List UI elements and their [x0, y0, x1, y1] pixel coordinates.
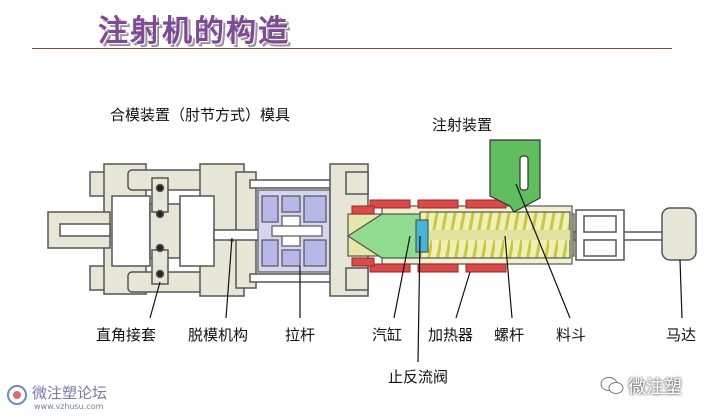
label-ejector: 脱模机构	[188, 326, 249, 344]
page-title: 注射机的构造	[98, 14, 290, 49]
label-motor: 马达	[666, 326, 697, 344]
label-nozzle: 汽缸	[372, 326, 403, 344]
heater-bands	[351, 199, 507, 273]
title-divider	[32, 48, 672, 49]
label-injection-unit: 注射装置	[432, 116, 493, 134]
label-heater: 加热器	[428, 326, 474, 344]
injection-barrel	[346, 205, 575, 265]
forum-logo-icon	[7, 385, 27, 405]
label-toggle-hinge: 直角接套	[96, 326, 157, 344]
toggle-linkage	[111, 177, 267, 285]
label-check-valve: 止反流阀	[388, 368, 449, 386]
drive-unit	[573, 207, 697, 261]
label-hopper: 料斗	[556, 326, 587, 344]
label-tie-bar: 拉杆	[285, 326, 316, 344]
wechat-icon	[600, 377, 624, 394]
watermark-left-url: www.vzhusu.com	[34, 402, 104, 411]
leader-lines	[149, 183, 683, 363]
watermark-left-name: 微注塑论坛	[32, 384, 108, 402]
watermark-right: 微注塑	[600, 374, 682, 398]
label-screw: 螺杆	[494, 326, 525, 344]
hopper	[489, 139, 541, 213]
mold	[257, 189, 331, 273]
label-clamping-unit: 合模装置（肘节方式）模具	[110, 106, 291, 124]
watermark-right-name: 微注塑	[628, 377, 682, 398]
